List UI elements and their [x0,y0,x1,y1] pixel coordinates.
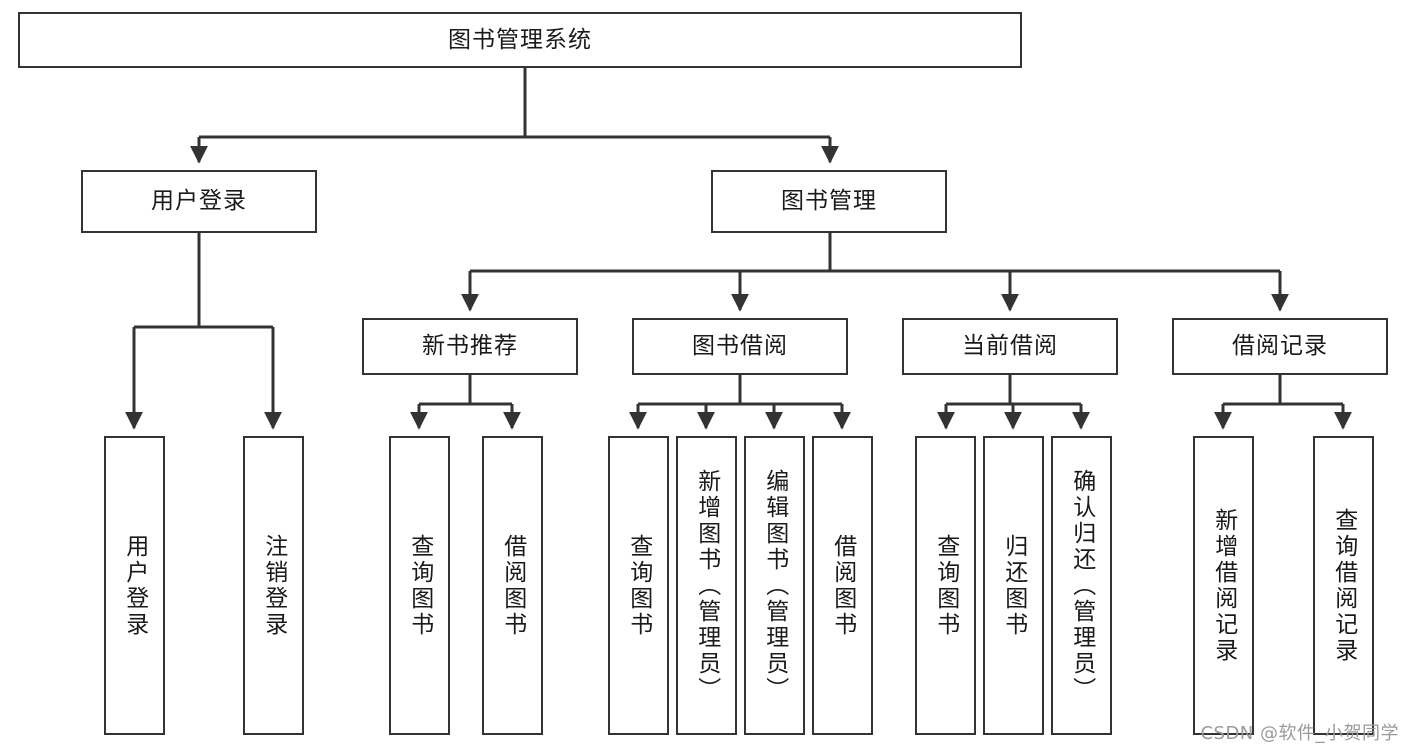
leaf-query-book-current[interactable]: 查询图书 [915,436,976,735]
leaf-edit-book-admin[interactable]: 编辑图书（管理员） [744,436,805,735]
node-label: 查询图书 [932,533,959,638]
node-root-book-management-system[interactable]: 图书管理系统 [18,12,1022,68]
node-label: 归还图书 [1000,533,1027,638]
watermark-text: CSDN @软件_小贺同学 [1200,723,1399,744]
leaf-query-book-borrow[interactable]: 查询图书 [608,436,669,735]
leaf-borrow-book-new[interactable]: 借阅图书 [482,436,543,735]
leaf-logout[interactable]: 注销登录 [243,436,304,735]
node-label: 用户登录 [121,533,148,638]
leaf-query-borrow-record[interactable]: 查询借阅记录 [1313,436,1374,735]
leaf-user-login[interactable]: 用户登录 [104,436,165,735]
node-label: 借阅记录 [1232,333,1328,360]
node-label: 新增借阅记录 [1210,507,1237,664]
node-label: 图书管理 [781,188,877,215]
node-new-book-recommendation[interactable]: 新书推荐 [362,318,578,375]
leaf-add-borrow-record[interactable]: 新增借阅记录 [1193,436,1254,735]
leaf-borrow-book[interactable]: 借阅图书 [812,436,873,735]
leaf-query-book-new[interactable]: 查询图书 [389,436,450,735]
node-book-management[interactable]: 图书管理 [711,170,947,233]
node-label: 查询图书 [406,533,433,638]
node-borrowing-record[interactable]: 借阅记录 [1172,318,1388,375]
leaf-add-book-admin[interactable]: 新增图书（管理员） [676,436,737,735]
node-label: 借阅图书 [499,533,526,638]
leaf-confirm-return-admin[interactable]: 确认归还（管理员） [1051,436,1112,735]
node-label: 确认归还（管理员） [1068,468,1095,703]
node-book-borrowing[interactable]: 图书借阅 [632,318,848,375]
node-label: 借阅图书 [829,533,856,638]
node-label: 新书推荐 [422,333,518,360]
node-label: 查询借阅记录 [1330,507,1357,664]
node-label: 查询图书 [625,533,652,638]
node-current-borrowing[interactable]: 当前借阅 [902,318,1118,375]
node-user-login[interactable]: 用户登录 [81,170,317,233]
node-label: 图书管理系统 [448,26,592,53]
node-label: 注销登录 [260,533,287,638]
node-label: 新增图书（管理员） [693,468,720,703]
node-label: 图书借阅 [692,333,788,360]
node-label: 当前借阅 [962,333,1058,360]
node-label: 编辑图书（管理员） [761,468,788,703]
node-label: 用户登录 [151,188,247,215]
leaf-return-book[interactable]: 归还图书 [983,436,1044,735]
